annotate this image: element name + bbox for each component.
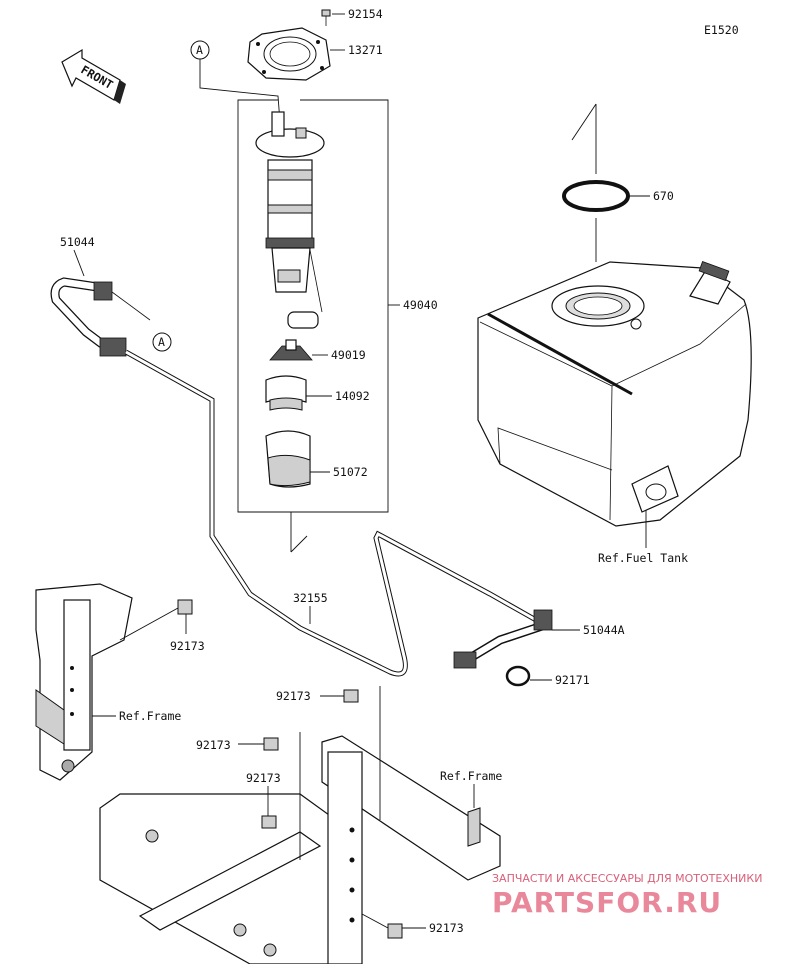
part-49019-label: 49019: [331, 348, 366, 362]
clip-92173-d: [261, 786, 277, 829]
ref-frame-right-label: Ref.Frame: [440, 769, 502, 783]
o-ring-670: [562, 103, 630, 262]
svg-text:A: A: [158, 335, 165, 349]
frame-left: [35, 583, 133, 781]
svg-text:A: A: [196, 43, 203, 57]
fuel-hose-51044: [50, 277, 151, 357]
part-49040-label: 49040: [403, 298, 438, 312]
part-14092: [265, 375, 307, 411]
part-92154-label: 92154: [348, 7, 383, 21]
watermark-tagline: ЗАПЧАСТИ И АКСЕССУАРЫ ДЛЯ МОТОТЕХНИКИ: [492, 872, 762, 885]
ref-fuel-tank-label: Ref.Fuel Tank: [598, 551, 688, 565]
callout-a-left: A: [152, 332, 172, 352]
clamp-92171: [505, 665, 531, 687]
part-92173-d-label: 92173: [246, 771, 281, 785]
fuel-line-32155: [124, 349, 538, 677]
watermark-logo: PARTSFOR.RU: [492, 886, 722, 919]
part-51072: [265, 430, 311, 488]
part-14092-label: 14092: [335, 389, 370, 403]
part-670-label: 670: [653, 189, 674, 203]
gasket-plate-13271: [247, 27, 331, 81]
part-92173-a-label: 92173: [170, 639, 205, 653]
fuel-hose-51044A: [453, 609, 553, 669]
front-arrow-icon: FRONT: [61, 48, 126, 104]
callout-a-top: A: [190, 40, 281, 123]
part-51044-label: 51044: [60, 235, 95, 249]
ref-frame-left-label: Ref.Frame: [119, 709, 181, 723]
fuel-tank: [477, 261, 752, 527]
part-51044A-label: 51044A: [583, 623, 625, 637]
part-92173-c-label: 92173: [196, 738, 231, 752]
part-49019: [269, 339, 313, 361]
clip-92173-c: [263, 732, 301, 860]
clip-92173-a: [119, 599, 193, 641]
part-92171-label: 92171: [555, 673, 590, 687]
diagram-code: E1520: [704, 23, 739, 37]
frame-lower: [99, 735, 501, 964]
part-13271-label: 13271: [348, 43, 383, 57]
part-51072-label: 51072: [333, 465, 368, 479]
part-92173-e-label: 92173: [429, 921, 464, 935]
bolt-92154: [321, 9, 331, 26]
part-32155-label: 32155: [293, 591, 328, 605]
fuel-pump-49040: [255, 111, 325, 329]
part-92173-b-label: 92173: [276, 689, 311, 703]
pump-assembly-frame: [237, 99, 400, 553]
clip-92173-e: [361, 913, 403, 939]
